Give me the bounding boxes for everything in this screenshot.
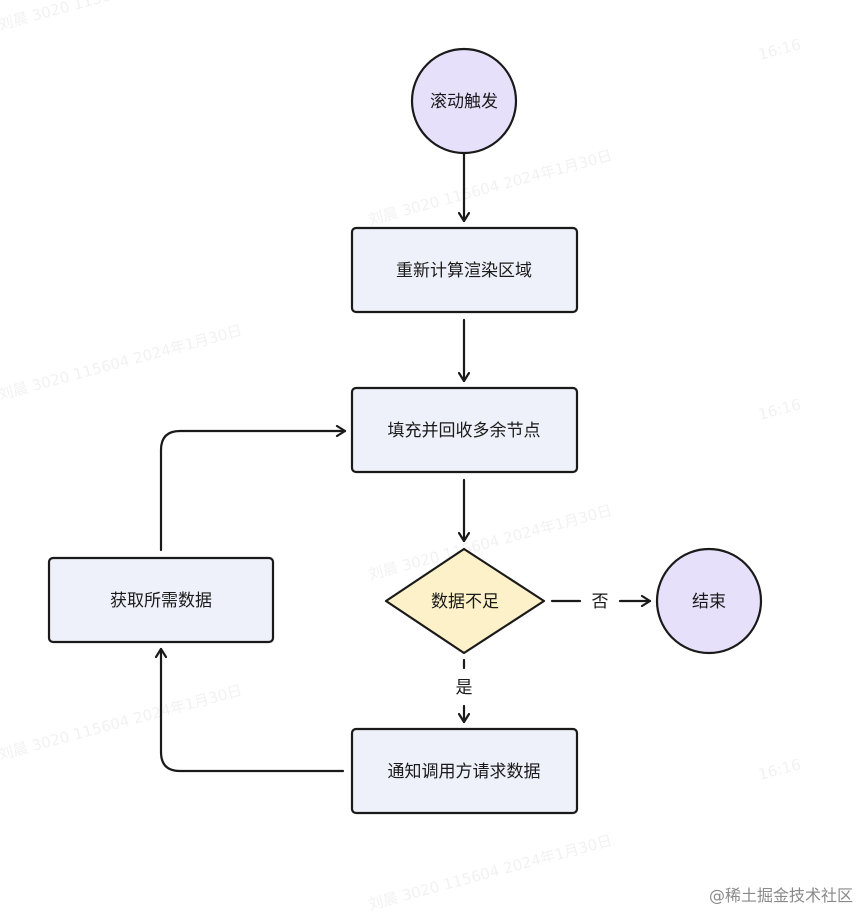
recalc-label: 重新计算渲染区域 [396,261,532,281]
notify-label: 通知调用方请求数据 [388,762,541,782]
watermark-text: 16:16 [756,395,802,424]
fill-box [350,386,579,474]
notify-box [350,727,579,815]
fill-label: 填充并回收多余节点 [388,421,541,441]
watermark-text: 刘晨 3020 115604 2024年1月30日 [366,146,614,228]
end-label: 结束 [692,592,726,612]
node-decision: 数据不足 [384,547,546,655]
watermark-text: 16:16 [756,35,802,64]
node-fill: 填充并回收多余节点 [350,386,579,474]
node-start: 滚动触发 [410,47,518,155]
watermark-text: 刘晨 3020 115604 2024年1月30日 [0,0,244,34]
watermark-text: 16:16 [756,755,802,784]
watermark-text: 刘晨 3020 115604 2024年1月30日 [0,321,244,403]
recalc-box [350,226,579,314]
node-fetch: 获取所需数据 [47,556,275,644]
decision-label: 数据不足 [431,592,499,612]
edges [159,151,652,773]
watermark-text: 刘晨 3020 115604 2024年1月30日 [366,831,614,912]
node-end: 结束 [655,547,763,655]
edge-fetch-to-fill [159,431,347,552]
node-notify: 通知调用方请求数据 [350,727,579,815]
edge-notify-to-fetch [161,647,345,773]
edge-label-yes: 是 [456,678,473,698]
watermark-text: 刘晨 3020 115604 2024年1月30日 [0,681,244,763]
end-circle [655,547,763,655]
source-credit: @稀土掘金技术社区 [708,886,853,905]
start-circle [410,47,518,155]
fetch-box [47,556,275,644]
node-recalc: 重新计算渲染区域 [350,226,579,314]
start-label: 滚动触发 [430,92,498,112]
edge-label-no: 否 [592,592,609,612]
decision-diamond [384,547,546,655]
fetch-label: 获取所需数据 [110,591,212,611]
